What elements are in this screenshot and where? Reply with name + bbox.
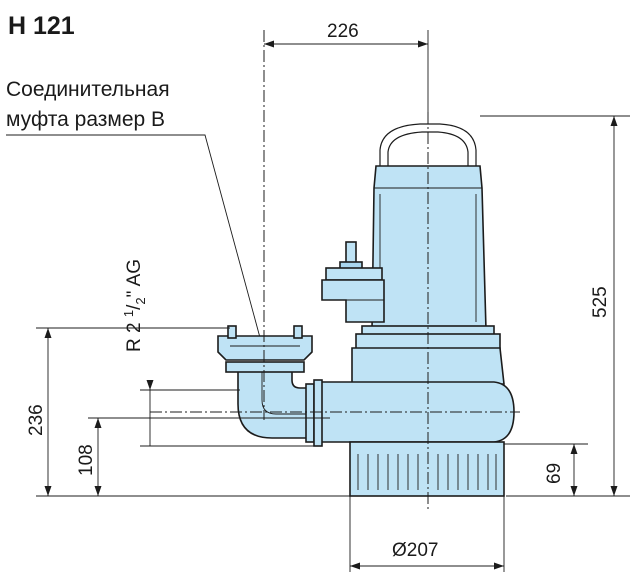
coupling-collar (225, 361, 305, 373)
coupling-lug-right (293, 325, 303, 339)
pump-body (217, 123, 515, 497)
model-title: H 121 (8, 12, 75, 40)
thread-bracket (140, 380, 320, 447)
dimension-height-outlet: 236 (26, 327, 350, 497)
dimension-diameter: Ø207 (349, 496, 505, 572)
dim-525: 525 (590, 286, 611, 318)
dimension-width-top: 226 (264, 21, 429, 112)
storz-coupling (217, 335, 313, 361)
dimension-height-total: 525 (480, 115, 630, 497)
pump-handle-inner (387, 131, 469, 168)
dim-69: 69 (544, 463, 565, 484)
coupling-label-line1: Соединительная (6, 78, 170, 101)
coupling-label-line2: муфта размер B (6, 108, 165, 131)
dim-236: 236 (26, 404, 47, 436)
pump-handle (379, 123, 477, 168)
dim-226: 226 (327, 21, 359, 42)
pipe-ring-1 (305, 383, 315, 443)
coupling-lug-left (227, 325, 237, 339)
strainer-base (349, 441, 505, 497)
float-bracket (325, 267, 383, 281)
dim-108: 108 (76, 444, 97, 476)
strainer-slots (357, 454, 497, 490)
dimension-height-inlet: 108 (76, 417, 330, 496)
thread-label: R 2 1/2" AG (121, 259, 148, 352)
motor-housing (371, 165, 487, 331)
dim-diameter-207: Ø207 (392, 540, 438, 561)
cable-gland (345, 241, 357, 265)
float-switch-housing (321, 279, 385, 323)
pipe-ring-2 (313, 379, 323, 447)
dimension-height-base: 69 (504, 443, 588, 496)
coupling-leader-line (6, 134, 263, 346)
pump-housing (351, 347, 505, 385)
